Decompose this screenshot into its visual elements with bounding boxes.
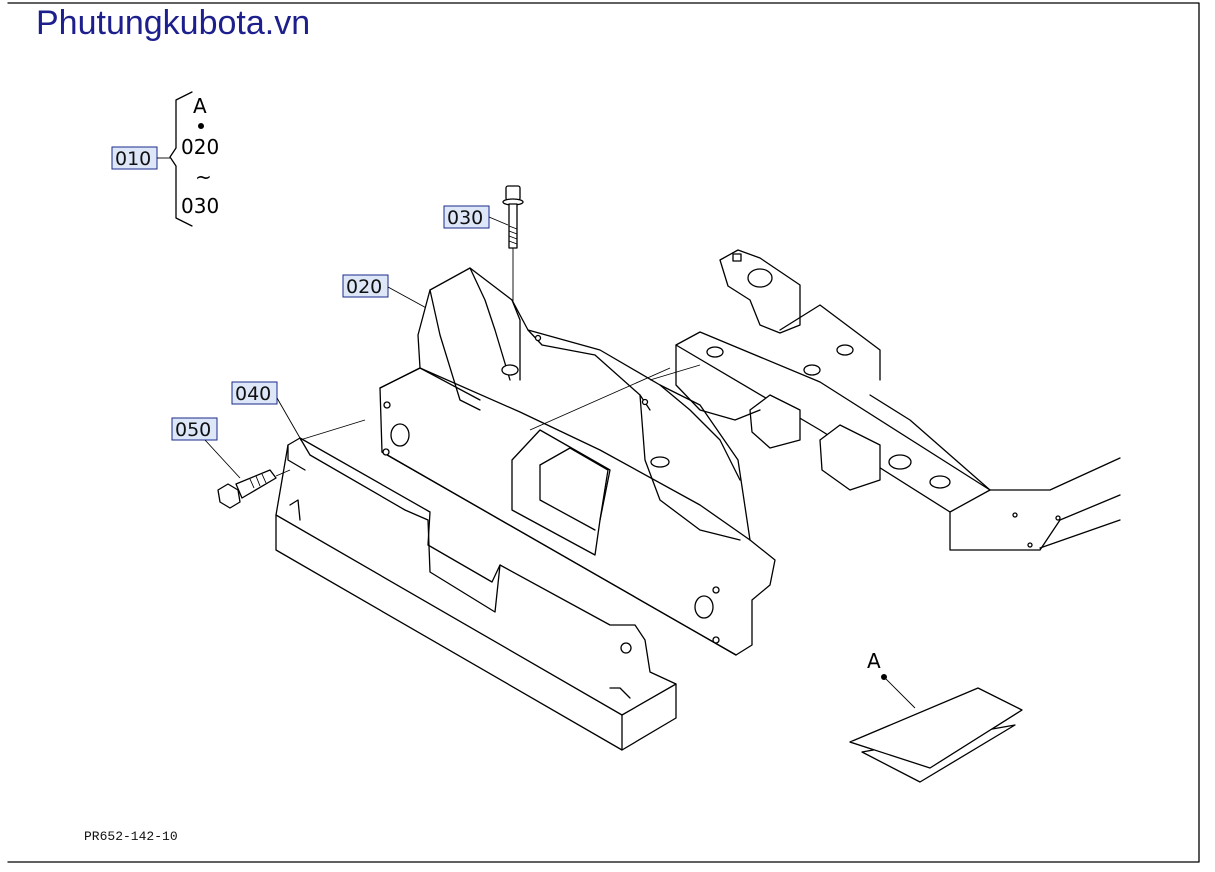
counterweight-040	[275, 367, 677, 751]
callout-040[interactable]: 040	[231, 381, 301, 439]
kit-header: A	[193, 94, 207, 118]
reference-a-label: A	[867, 649, 881, 673]
kit-range-symbol: ~	[195, 165, 212, 189]
kit-start: 020	[181, 135, 219, 159]
kit-dot	[198, 123, 204, 129]
callout-020[interactable]: 020	[342, 274, 431, 311]
callout-040-label: 040	[235, 383, 271, 405]
kit-end: 030	[181, 194, 219, 218]
front-bracket-020	[379, 267, 776, 656]
reference-a: A	[849, 649, 1023, 783]
drawing-code: PR652-142-10	[84, 829, 178, 844]
callout-050-label: 050	[175, 419, 211, 441]
bolt-030	[502, 185, 524, 455]
callout-030-label: 030	[447, 207, 483, 229]
callout-010[interactable]: 010	[111, 146, 170, 170]
callout-030[interactable]: 030	[443, 205, 509, 229]
frame-border	[7, 2, 1200, 863]
callout-050[interactable]: 050	[171, 417, 241, 479]
brand-watermark: Phutungkubota.vn	[36, 4, 311, 42]
bolt-050	[217, 469, 291, 509]
tractor-frame	[649, 249, 1121, 551]
callout-020-label: 020	[346, 276, 382, 298]
callout-010-label: 010	[115, 148, 151, 170]
kit-bracket: A 020 ~ 030	[169, 91, 219, 227]
